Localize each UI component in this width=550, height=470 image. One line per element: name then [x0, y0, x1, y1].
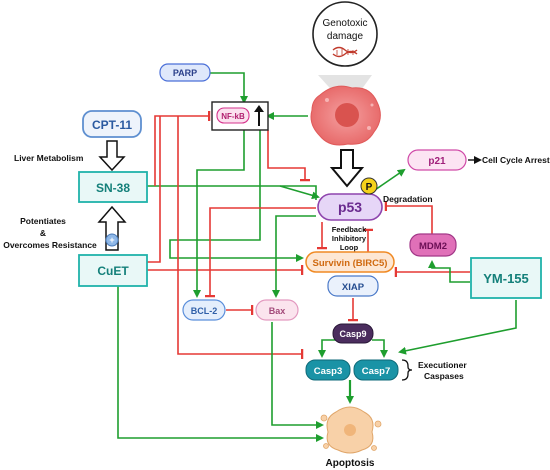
p21-node: p21 — [407, 149, 467, 171]
liver-metabolism-label: Liver Metabolism — [14, 153, 84, 163]
genotoxic-label-line1: Genotoxic — [322, 18, 367, 29]
potentiates-label: Potentiates — [20, 216, 66, 226]
casp9-node: Casp9 — [332, 323, 374, 344]
degradation-label: Degradation — [383, 194, 433, 204]
bax-node: Bax — [255, 299, 299, 321]
apoptotic-cell-icon — [320, 406, 382, 454]
casp9-label: Casp9 — [339, 329, 366, 339]
bcl2-node: BCL-2 — [182, 299, 226, 321]
parp-label: PARP — [173, 68, 197, 78]
cpt11-label: CPT-11 — [92, 118, 132, 132]
casp3-label: Casp3 — [314, 366, 343, 377]
casp3-node: Casp3 — [305, 359, 351, 381]
xiap-node: XIAP — [327, 275, 379, 297]
plus-circle-icon — [105, 233, 119, 247]
feedback-label-1: Feedback — [332, 225, 367, 234]
ym155-node: YM-155 — [470, 257, 542, 299]
mdm2-label: MDM2 — [419, 241, 447, 252]
cell-cycle-arrest-label: Cell Cycle Arrest — [482, 155, 550, 165]
xiap-label: XIAP — [342, 282, 365, 293]
svg-text:+: + — [109, 235, 114, 245]
damage-to-p53-arrow — [329, 149, 365, 188]
cuet-node: CuET — [78, 254, 148, 287]
casp7-label: Casp7 — [362, 366, 391, 377]
genotoxic-label-line2: damage — [327, 31, 364, 42]
up-arrow-icon — [254, 105, 264, 126]
brace-icon — [401, 359, 413, 381]
ym155-label: YM-155 — [483, 271, 529, 286]
survivin-node: Survivin (BIRC5) — [305, 251, 395, 273]
feedback-label-2: Inhibitory — [332, 234, 367, 243]
nfkb-node: NF-kB — [211, 101, 269, 131]
mdm2-node: MDM2 — [409, 233, 457, 257]
overcomes-resistance-label: Overcomes Resistance — [3, 240, 97, 250]
p53-node: p53 — [317, 193, 383, 221]
ampersand-label: & — [40, 228, 46, 238]
dna-icon — [332, 46, 358, 58]
executioner-label: Executioner — [418, 360, 467, 370]
p21-label: p21 — [428, 156, 446, 167]
damaged-cell-icon — [310, 85, 381, 146]
cpt11-node: CPT-11 — [82, 110, 142, 138]
casp7-node: Casp7 — [353, 359, 399, 381]
sn38-label: SN-38 — [96, 181, 130, 195]
phosphorylation-marker: P — [360, 177, 378, 195]
nfkb-label: NF-kB — [221, 112, 245, 121]
survivin-label: Survivin (BIRC5) — [313, 258, 388, 269]
bax-label: Bax — [269, 306, 286, 316]
parp-node: PARP — [159, 63, 211, 82]
p-marker-label: P — [366, 182, 373, 193]
cuet-label: CuET — [97, 264, 129, 278]
caspases-label: Caspases — [424, 371, 464, 381]
sn38-node: SN-38 — [78, 171, 148, 203]
apoptosis-label: Apoptosis — [326, 458, 375, 469]
feedback-label-3: Loop — [340, 243, 359, 252]
genotoxic-damage-callout: Genotoxic damage — [312, 1, 378, 108]
p53-label: p53 — [338, 199, 362, 215]
bcl2-label: BCL-2 — [191, 306, 218, 316]
